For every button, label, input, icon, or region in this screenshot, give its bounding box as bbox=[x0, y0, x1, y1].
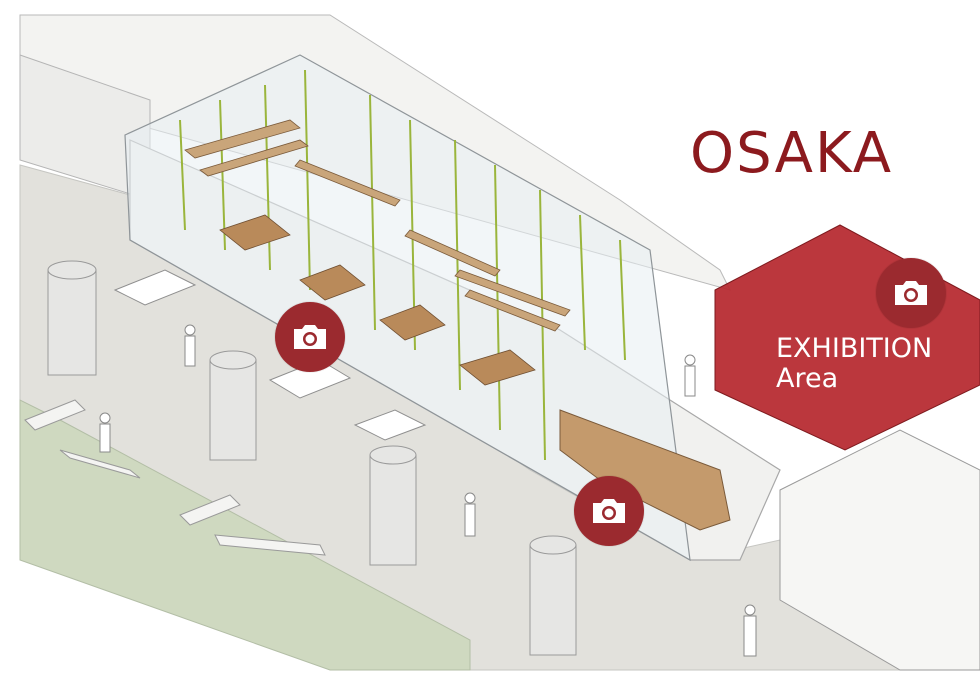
camera-icon bbox=[895, 281, 927, 305]
page-title: OSAKA bbox=[690, 120, 894, 186]
people-figures bbox=[99, 324, 757, 657]
photo-marker-button[interactable] bbox=[876, 258, 946, 328]
benches bbox=[24, 399, 326, 556]
columns bbox=[47, 260, 577, 656]
photo-marker-button[interactable] bbox=[275, 302, 345, 372]
camera-icon bbox=[294, 325, 326, 349]
wooden-shelves bbox=[184, 119, 571, 332]
camera-icon bbox=[593, 499, 625, 523]
desks bbox=[219, 214, 536, 386]
outdoor-tables bbox=[113, 269, 427, 441]
exhibition-label-line1: EXHIBITION bbox=[776, 333, 933, 364]
glass-facade bbox=[124, 54, 691, 562]
photo-marker-button[interactable] bbox=[574, 476, 644, 546]
exhibition-area-label: EXHIBITION Area bbox=[776, 334, 932, 393]
exhibition-label-line2: Area bbox=[776, 362, 839, 394]
right-building bbox=[779, 429, 980, 671]
service-counter bbox=[559, 409, 731, 531]
